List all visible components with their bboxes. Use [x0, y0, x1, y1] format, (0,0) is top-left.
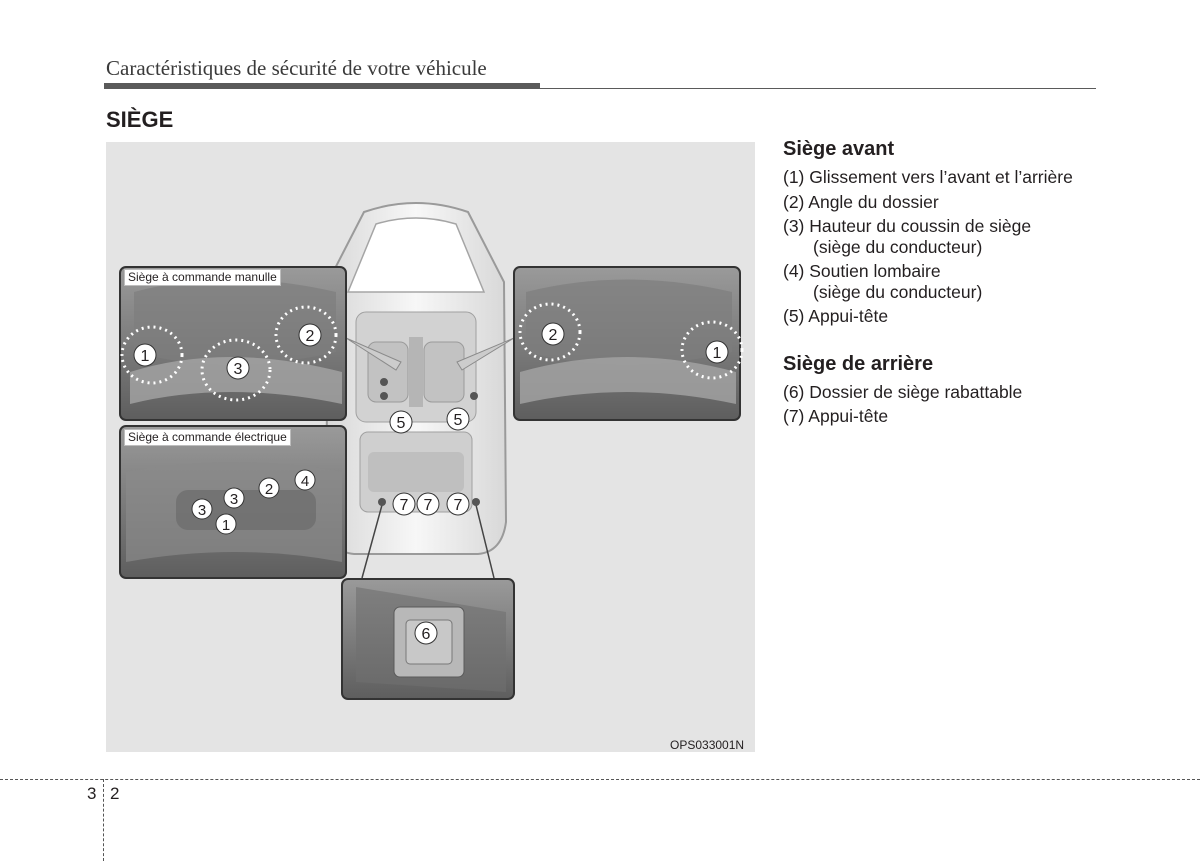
marker-2-electric: 2 [258, 477, 280, 499]
front-item-5: (5) Appui-tête [783, 306, 889, 326]
header-rule-thick [104, 83, 540, 89]
marker-7-right: 7 [446, 492, 470, 516]
car-top-view [324, 202, 508, 555]
svg-text:3: 3 [198, 502, 206, 519]
marker-3b-electric: 3 [223, 487, 245, 509]
front-item-4: (4) Soutien lombaire(siège du conducteur… [783, 261, 983, 302]
seat-diagram: 1 3 2 2 1 3 3 2 4 1 5 5 7 7 7 6 [119, 202, 744, 700]
svg-text:1: 1 [222, 517, 230, 534]
marker-7-left: 7 [392, 492, 416, 516]
number-markers: 1 3 2 2 1 3 3 2 4 1 5 5 7 7 7 6 [133, 322, 729, 645]
svg-text:4: 4 [301, 473, 309, 490]
manual-seat-label: Siège à commande manulle [124, 269, 281, 286]
marker-2-passenger: 2 [541, 322, 565, 346]
footer-dashed-divider [103, 779, 104, 861]
svg-text:5: 5 [454, 412, 463, 429]
svg-text:1: 1 [713, 345, 722, 362]
marker-2-manual: 2 [298, 323, 322, 347]
marker-7-center: 7 [416, 492, 440, 516]
svg-text:7: 7 [400, 497, 409, 514]
rear-item-7: (7) Appui-tête [783, 406, 889, 426]
front-item-1: (1) Glissement vers l’avant et l’arrière [783, 167, 1073, 187]
running-header: Caractéristiques de sécurité de votre vé… [106, 56, 487, 80]
svg-text:3: 3 [234, 361, 243, 378]
front-item-2: (2) Angle du dossier [783, 191, 939, 212]
svg-text:2: 2 [265, 481, 273, 498]
marker-6: 6 [414, 621, 438, 645]
legend-column: Siège avant (1) Glissement vers l’avant … [783, 138, 1143, 427]
svg-text:3: 3 [230, 491, 238, 508]
rear-seat-heading: Siège de arrière [783, 352, 934, 375]
svg-text:6: 6 [422, 626, 431, 643]
front-item-3: (3) Hauteur du coussin de siège(siège du… [783, 216, 1032, 257]
marker-5-left: 5 [389, 410, 413, 434]
rear-item-6: (6) Dossier de siège rabattable [783, 381, 1023, 402]
chapter-number: 3 [87, 784, 97, 803]
header-rule-thin [540, 88, 1096, 89]
marker-5-right: 5 [446, 407, 470, 431]
svg-text:2: 2 [549, 327, 558, 344]
front-seat-list: (1) Glissement vers l’avant et l’arrière… [783, 167, 1143, 327]
marker-1-electric: 1 [215, 513, 237, 535]
svg-text:7: 7 [454, 497, 463, 514]
svg-text:2: 2 [306, 328, 315, 345]
section-title: SIÈGE [106, 107, 174, 132]
marker-1-passenger: 1 [705, 340, 729, 364]
marker-3a-electric: 3 [191, 498, 213, 520]
svg-text:5: 5 [397, 415, 406, 432]
front-seat-heading: Siège avant [783, 138, 895, 160]
marker-1-manual: 1 [133, 343, 157, 367]
svg-text:7: 7 [424, 497, 433, 514]
marker-3-manual: 3 [226, 356, 250, 380]
seat-illustration: 1 3 2 2 1 3 3 2 4 1 5 5 7 7 7 6 Siège à … [106, 142, 755, 752]
footer-dashed-rule [0, 779, 1200, 780]
rear-seat-list: (6) Dossier de siège rabattable (7) Appu… [783, 382, 1143, 427]
marker-4-electric: 4 [294, 469, 316, 491]
svg-text:1: 1 [141, 348, 150, 365]
figure-code: OPS033001N [670, 738, 745, 752]
page-number: 2 [110, 784, 120, 803]
electric-seat-label: Siège à commande électrique [124, 429, 291, 446]
